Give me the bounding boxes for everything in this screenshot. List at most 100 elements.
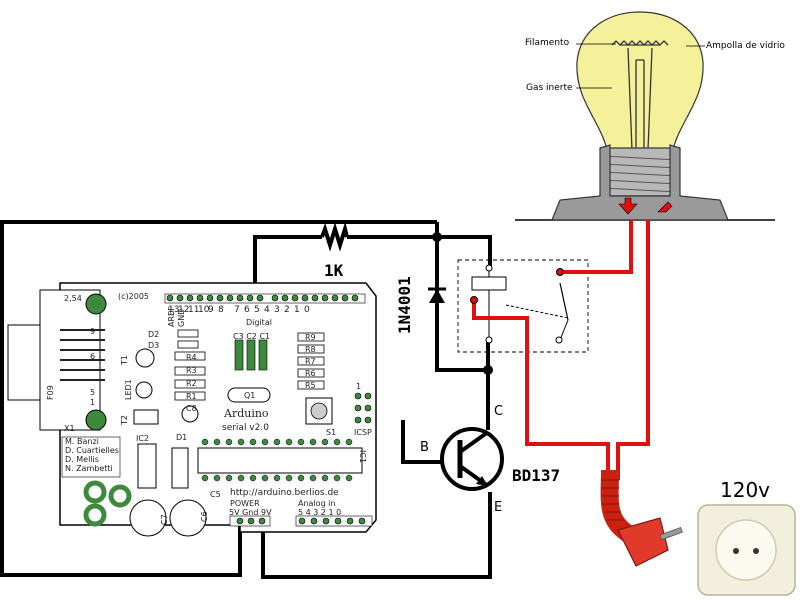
capacitor-c8	[181, 405, 199, 423]
pin-number: 6	[244, 305, 250, 315]
serial-pin6-label: 6	[90, 352, 96, 361]
relay-common-terminal	[470, 296, 478, 304]
power-jack-pads	[83, 480, 132, 527]
led1	[135, 381, 153, 399]
part-led1-label: LED1	[124, 379, 133, 400]
resistor-1k	[320, 221, 349, 252]
part-d2-label: D2	[148, 330, 160, 339]
transistor-label: BD137	[512, 466, 561, 485]
socket-face	[715, 519, 777, 581]
resistor-label: R1	[186, 392, 197, 401]
credit-line: D. Mellis	[65, 455, 99, 464]
diode-1n4001	[428, 287, 446, 303]
credit-line: N. Zambetti	[65, 464, 113, 473]
pin-number: 1	[294, 305, 300, 315]
collector-pin-label: C	[494, 404, 504, 419]
chip-ic1	[197, 447, 363, 474]
credits-box	[61, 436, 121, 478]
emitter-pin-label: E	[494, 500, 503, 515]
pitch-label: 2,54	[64, 294, 82, 303]
pin-number: 11	[188, 305, 200, 315]
serial-pin9-label: 9	[90, 327, 96, 336]
serial-pin1-label: 1	[90, 398, 96, 407]
resistor-label: R5	[305, 381, 316, 390]
reset-switch	[305, 397, 333, 425]
pin-number: 2	[284, 305, 290, 315]
x1-label: X1	[64, 424, 75, 433]
part-c7-label: C7	[160, 514, 169, 525]
plug-pin	[659, 526, 683, 541]
part-t1-label: T1	[120, 355, 129, 365]
diode-label: 1N4001	[395, 276, 414, 334]
relay-coil-terminal-top	[485, 264, 493, 272]
live-wires	[472, 220, 650, 480]
board-version: serial v2.0	[222, 423, 269, 433]
relay-coil-terminal-bottom	[485, 336, 493, 344]
glass-label: Ampolla de vidrio	[706, 41, 785, 51]
relay-switch-blade	[559, 282, 569, 321]
credit-line: M. Banzi	[65, 437, 99, 446]
capacitor-group	[234, 339, 268, 371]
part-q1-label: Q1	[244, 391, 256, 400]
filament	[611, 40, 669, 151]
relay-switch-terminal	[555, 336, 563, 344]
resistor-labels-right: R9 R8 R7 R6 R5	[305, 332, 316, 392]
bulb-thread-lines	[601, 155, 679, 193]
capacitor-c7	[129, 499, 167, 537]
resistor-label: R8	[305, 345, 316, 354]
year-label: (c)2005	[118, 292, 149, 301]
ic1-label: IC1	[358, 450, 367, 464]
digital-pin-numbers: 13 12 11 10 9 8 7 6 5 4 3 2 1 0	[168, 305, 311, 315]
relay-coil	[471, 276, 507, 291]
emitter-arrow-icon	[476, 476, 488, 486]
part-s1-label: S1	[326, 428, 337, 437]
resistor-label: R7	[305, 357, 316, 366]
control-wires	[0, 220, 492, 579]
relay-housing	[457, 259, 589, 353]
icsp-label: ICSP	[354, 428, 372, 437]
digital-label: Digital	[246, 318, 272, 327]
voltage-label: 120v	[720, 478, 771, 502]
pin-number: 10	[198, 305, 210, 315]
bulb-socket-holder	[551, 144, 729, 221]
resistor-label: R3	[186, 366, 197, 375]
pin-number: 8	[218, 305, 224, 315]
plug-body	[617, 517, 669, 567]
power-pins-label: 5V Gnd 9V	[229, 508, 272, 517]
power-label: POWER	[230, 499, 260, 508]
pin-number: 5	[254, 305, 260, 315]
light-bulb	[515, 11, 775, 221]
transistor-t2	[133, 409, 159, 425]
pin-number: 13	[168, 305, 180, 315]
analog-pins-label: 5 4 3 2 1 0	[298, 508, 342, 517]
analog-header	[295, 515, 373, 527]
current-arrow-up-icon	[657, 201, 673, 213]
filament-label: Filamento	[525, 38, 570, 48]
part-t2-label: T2	[120, 415, 129, 425]
current-arrow-down-icon	[618, 197, 638, 215]
pin-number: 4	[264, 305, 270, 315]
capacitor-c6	[169, 499, 207, 537]
digital-header	[164, 293, 366, 304]
credit-line: D. Cuartielles	[65, 446, 119, 455]
arduino-board	[7, 282, 377, 537]
junction-dot-collector	[483, 365, 493, 375]
relay-contact-terminal	[556, 268, 564, 276]
power-plug	[600, 469, 683, 567]
pin-number: 9	[208, 305, 214, 315]
serial-connector	[7, 289, 107, 431]
gas-label: Gas inerte	[526, 83, 573, 93]
icsp-pin1-label: 1	[356, 382, 362, 391]
resistor-labels-left: R4 R3 R2 R1	[186, 351, 197, 403]
relay	[457, 259, 589, 353]
chip-ic2	[137, 443, 157, 489]
pin-number: 0	[304, 305, 310, 315]
diode-d1	[171, 447, 189, 489]
resistor-bank-left	[174, 329, 206, 401]
part-c6-label: C6	[200, 511, 209, 522]
socket-hole-left	[733, 548, 739, 554]
part-d3-label: D3	[148, 341, 160, 350]
credits-list: M. Banzi D. Cuartielles D. Mellis N. Zam…	[65, 437, 119, 473]
analog-label: Analog in	[298, 499, 336, 508]
